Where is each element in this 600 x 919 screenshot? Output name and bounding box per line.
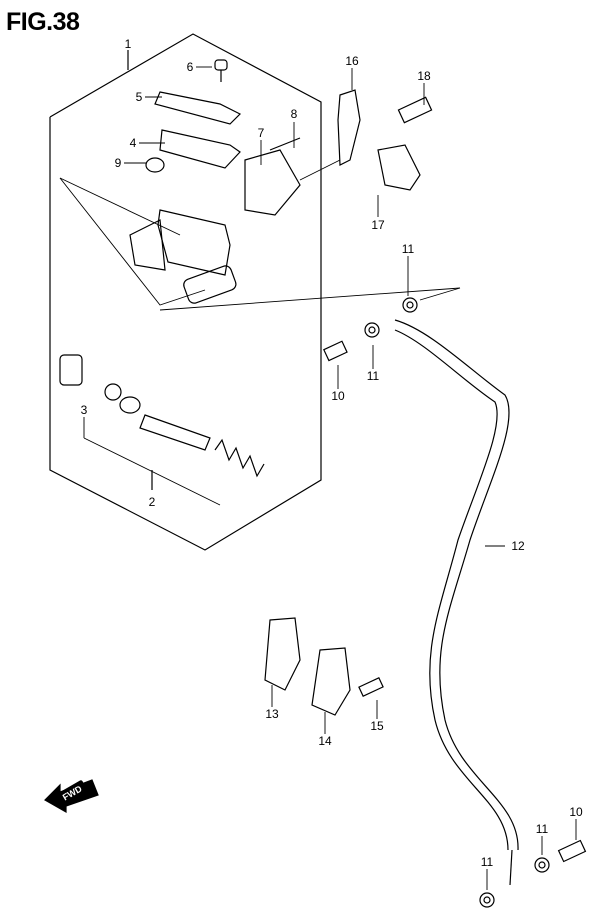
callout-18: 18 — [417, 69, 431, 83]
callout-12: 12 — [511, 539, 525, 553]
leader-lines — [59, 66, 577, 890]
callout-11-lower-left: 11 — [480, 855, 494, 869]
callout-17: 17 — [371, 218, 385, 232]
clamps — [264, 617, 351, 716]
callout-5: 5 — [135, 90, 143, 104]
callout-10-upper: 10 — [331, 389, 345, 403]
callout-11-mid: 11 — [366, 369, 380, 383]
callout-15: 15 — [370, 719, 384, 733]
callout-2: 2 — [148, 495, 156, 509]
figure-title: FIG.38 — [6, 8, 80, 36]
callout-3: 3 — [80, 403, 88, 417]
callout-1: 1 — [124, 37, 132, 51]
callout-9: 9 — [114, 156, 122, 170]
callout-6: 6 — [186, 60, 194, 74]
callout-11-upper: 11 — [401, 242, 415, 256]
callout-14: 14 — [318, 734, 332, 748]
master-cylinder — [59, 59, 301, 478]
callout-11-lower-right: 11 — [535, 822, 549, 836]
callout-13: 13 — [265, 707, 279, 721]
callout-10-lower: 10 — [569, 805, 583, 819]
callout-4: 4 — [129, 136, 137, 150]
hose — [394, 319, 519, 886]
callout-16: 16 — [345, 54, 359, 68]
lever-switch — [337, 89, 433, 191]
fittings — [323, 297, 587, 908]
callout-8: 8 — [290, 107, 298, 121]
assembly-outline — [49, 33, 322, 551]
callout-7: 7 — [257, 126, 265, 140]
